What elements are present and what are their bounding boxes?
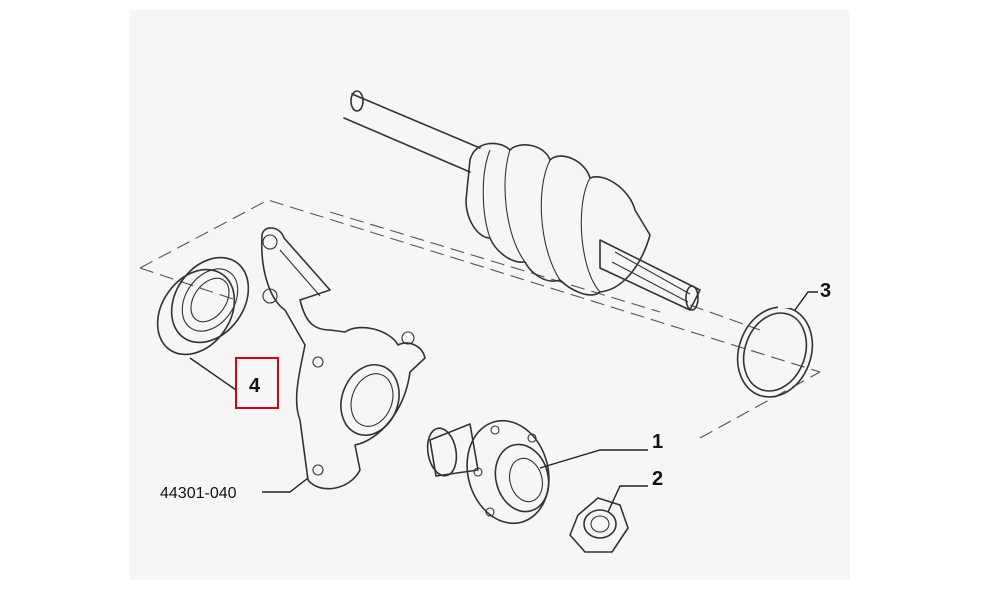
callout-snap-ring-label: 3 — [820, 280, 831, 302]
wheel-bearing — [156, 256, 250, 356]
drive-shaft — [343, 90, 701, 311]
wheel-hub — [426, 419, 550, 525]
callout-leader-lines — [189, 291, 818, 513]
callout-4-highlight-box — [235, 357, 279, 409]
callout-hub-label: 1 — [652, 431, 663, 453]
callout-bearing-label: 4 — [249, 375, 261, 397]
diagram-background — [130, 10, 850, 580]
snap-ring — [736, 298, 814, 398]
knuckle-part-number-label: 44301-040 — [160, 485, 237, 502]
steering-knuckle — [260, 227, 426, 490]
assembly-axis-lines — [139, 199, 821, 439]
splined-stub-axle — [599, 239, 701, 311]
callout-nut-label: 2 — [652, 468, 663, 490]
hub-nut — [569, 497, 629, 553]
